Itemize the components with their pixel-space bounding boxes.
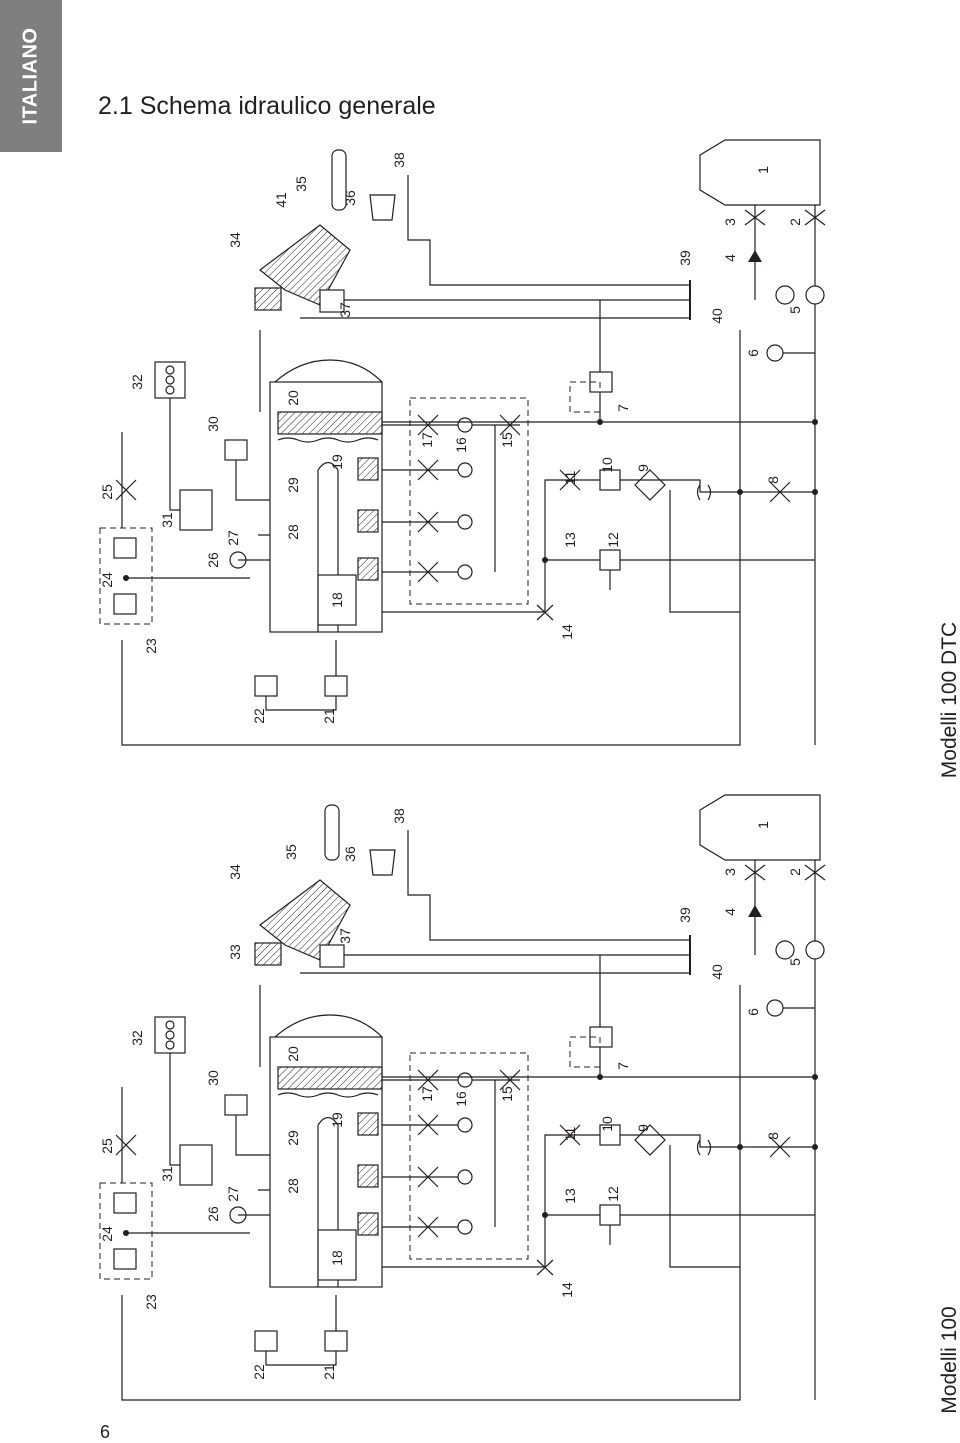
std-label-37: 37 <box>337 928 353 944</box>
std-label-31: 31 <box>159 1166 175 1182</box>
std-label-29: 29 <box>285 1130 301 1146</box>
dtc-label-1: 1 <box>755 166 771 174</box>
dtc-label-6: 6 <box>745 349 761 357</box>
dtc-label-26: 26 <box>205 552 221 568</box>
dtc-label-32: 32 <box>129 374 145 390</box>
std-label-19: 19 <box>329 1112 345 1128</box>
dtc-label-16: 16 <box>453 437 469 453</box>
std-label-22: 22 <box>251 1364 267 1380</box>
std-label-13: 13 <box>562 1188 578 1204</box>
std-label-9: 9 <box>635 1124 651 1132</box>
std-label-33: 33 <box>227 944 243 960</box>
std-label-16: 16 <box>453 1091 469 1107</box>
dtc-label-15: 15 <box>499 432 515 448</box>
dtc-label-14: 14 <box>559 624 575 640</box>
std-label-24: 24 <box>99 1226 115 1242</box>
std-label-39: 39 <box>677 907 693 923</box>
caption-model-std: Modelli 100 <box>938 1306 960 1414</box>
dtc-label-17: 17 <box>419 432 435 448</box>
std-label-21: 21 <box>321 1364 337 1380</box>
std-label-38: 38 <box>391 808 407 824</box>
std-label-34: 34 <box>227 864 243 880</box>
schematic-std <box>99 794 826 1401</box>
dtc-label-12: 12 <box>605 532 621 548</box>
dtc-label-24: 24 <box>99 572 115 588</box>
std-label-27: 27 <box>225 1186 241 1202</box>
dtc-label-35: 35 <box>293 176 309 192</box>
dtc-label-39: 39 <box>677 250 693 266</box>
page-title: 2.1 Schema idraulico generale <box>98 92 436 120</box>
dtc-label-3: 3 <box>722 218 738 226</box>
std-label-12: 12 <box>605 1186 621 1202</box>
dtc-label-22: 22 <box>251 708 267 724</box>
dtc-label-41: 41 <box>273 192 289 208</box>
std-label-8: 8 <box>765 1132 781 1140</box>
dtc-label-2: 2 <box>787 218 803 226</box>
dtc-label-9: 9 <box>635 464 651 472</box>
dtc-label-5: 5 <box>787 306 803 314</box>
dtc-label-30: 30 <box>205 416 221 432</box>
dtc-label-38: 38 <box>391 152 407 168</box>
dtc-label-36: 36 <box>342 190 358 206</box>
std-label-7: 7 <box>615 1062 631 1070</box>
std-label-35: 35 <box>283 844 299 860</box>
dtc-label-25: 25 <box>99 484 115 500</box>
std-label-17: 17 <box>419 1086 435 1102</box>
dtc-label-29: 29 <box>285 477 301 493</box>
dtc-label-8: 8 <box>765 476 781 484</box>
dtc-label-21: 21 <box>321 708 337 724</box>
dtc-label-20: 20 <box>285 390 301 406</box>
std-label-36: 36 <box>342 846 358 862</box>
dtc-label-11: 11 <box>562 471 578 486</box>
std-label-20: 20 <box>285 1046 301 1062</box>
dtc-label-13: 13 <box>562 532 578 548</box>
schematic-dtc <box>99 139 826 746</box>
std-label-2: 2 <box>787 868 803 876</box>
std-label-15: 15 <box>499 1086 515 1102</box>
dtc-label-10: 10 <box>599 457 615 473</box>
std-label-3: 3 <box>722 868 738 876</box>
std-label-25: 25 <box>99 1138 115 1154</box>
dtc-label-37: 37 <box>337 302 353 318</box>
std-label-23: 23 <box>143 1294 159 1310</box>
language-tab: ITALIANO <box>0 0 62 152</box>
caption-model-dtc: Modelli 100 DTC <box>938 621 960 779</box>
lever-arm <box>331 149 347 211</box>
dtc-label-34: 34 <box>227 232 243 248</box>
dtc-label-7: 7 <box>615 404 631 412</box>
page-number: 6 <box>100 1422 111 1442</box>
std-label-1: 1 <box>755 821 771 829</box>
labels-dtc: 1234567891011121314151617181920212223242… <box>99 152 803 724</box>
std-label-32: 32 <box>129 1030 145 1046</box>
std-label-14: 14 <box>559 1282 575 1298</box>
std-label-28: 28 <box>285 1178 301 1194</box>
std-label-26: 26 <box>205 1206 221 1222</box>
dtc-label-18: 18 <box>329 592 345 608</box>
std-label-11: 11 <box>562 1127 578 1142</box>
dtc-label-19: 19 <box>329 454 345 470</box>
std-label-6: 6 <box>745 1008 761 1016</box>
labels-std: 1234567891011121314151617181920212223242… <box>99 808 803 1380</box>
dtc-label-40: 40 <box>709 308 725 324</box>
dtc-label-4: 4 <box>722 254 738 262</box>
std-label-10: 10 <box>599 1116 615 1132</box>
std-label-5: 5 <box>787 958 803 966</box>
dtc-label-28: 28 <box>285 524 301 540</box>
std-label-18: 18 <box>329 1250 345 1266</box>
dtc-label-31: 31 <box>159 512 175 528</box>
dtc-label-23: 23 <box>143 638 159 654</box>
dtc-label-27: 27 <box>225 530 241 546</box>
std-label-30: 30 <box>205 1070 221 1086</box>
lever-arm-std <box>324 804 340 861</box>
std-label-40: 40 <box>709 964 725 980</box>
std-label-4: 4 <box>722 908 738 916</box>
